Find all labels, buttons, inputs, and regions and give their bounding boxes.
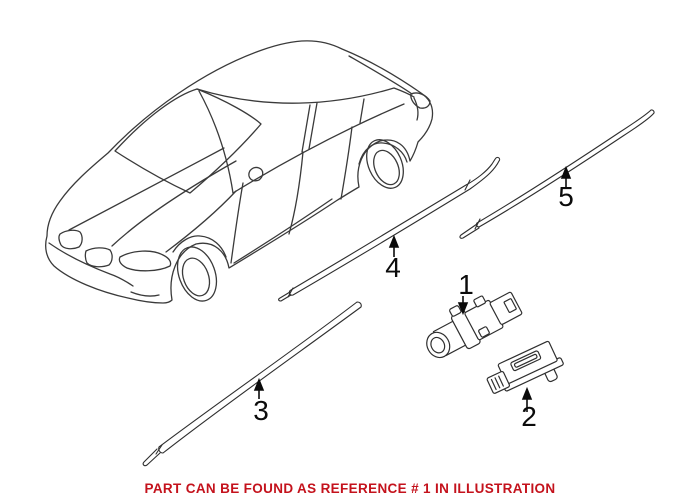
strip-3 — [142, 301, 362, 467]
arrow-2 — [521, 386, 533, 412]
arrow-3 — [253, 377, 265, 399]
car-line-drawing — [45, 40, 434, 304]
ref-label-4: 4 — [385, 252, 401, 283]
windshield — [114, 88, 262, 194]
ref-label-5: 5 — [558, 181, 574, 212]
arrow-5 — [560, 165, 572, 189]
ref-label-3: 3 — [253, 395, 269, 426]
callout-arrows — [253, 165, 572, 412]
door-seam-front — [230, 182, 244, 264]
roof-edge-line — [196, 87, 415, 104]
side-mirror — [248, 166, 264, 182]
kidney-grille-left — [58, 229, 83, 250]
car-body-outline — [45, 40, 434, 304]
part-2-connector — [486, 340, 564, 394]
door-seam-rear — [340, 126, 353, 200]
front-wheel — [176, 246, 218, 302]
bumper-chin-lip — [130, 291, 160, 297]
rear-arch-lip — [358, 142, 408, 165]
hood-crease-right — [111, 160, 237, 247]
moulding-strips — [142, 109, 655, 467]
door-seam-mid — [288, 151, 304, 235]
b-pillar — [301, 104, 311, 153]
rear-window-base — [348, 55, 413, 95]
hood-crease-left — [68, 147, 225, 231]
arrow-4 — [388, 234, 400, 257]
ref-label-2: 2 — [521, 401, 537, 432]
arrow-1 — [457, 296, 469, 316]
ref-label-1: 1 — [458, 269, 474, 300]
rocker-line — [233, 198, 333, 264]
b-pillar-2 — [308, 102, 318, 150]
part-1-sensor — [426, 291, 523, 359]
bumper-top-line — [48, 242, 134, 287]
rear-wheel — [366, 139, 404, 189]
caption-text: PART CAN BE FOUND AS REFERENCE # 1 IN IL… — [144, 481, 556, 496]
c-pillar-divider — [359, 98, 365, 124]
kidney-grille-right — [84, 247, 113, 268]
belt-line — [232, 103, 405, 194]
fender-line — [165, 190, 237, 253]
headlight — [118, 250, 172, 272]
taillight — [410, 92, 431, 109]
a-pillar — [198, 90, 234, 194]
front-arch-lip — [172, 235, 227, 258]
trunk-crease — [413, 97, 419, 121]
strip-4 — [278, 156, 501, 302]
